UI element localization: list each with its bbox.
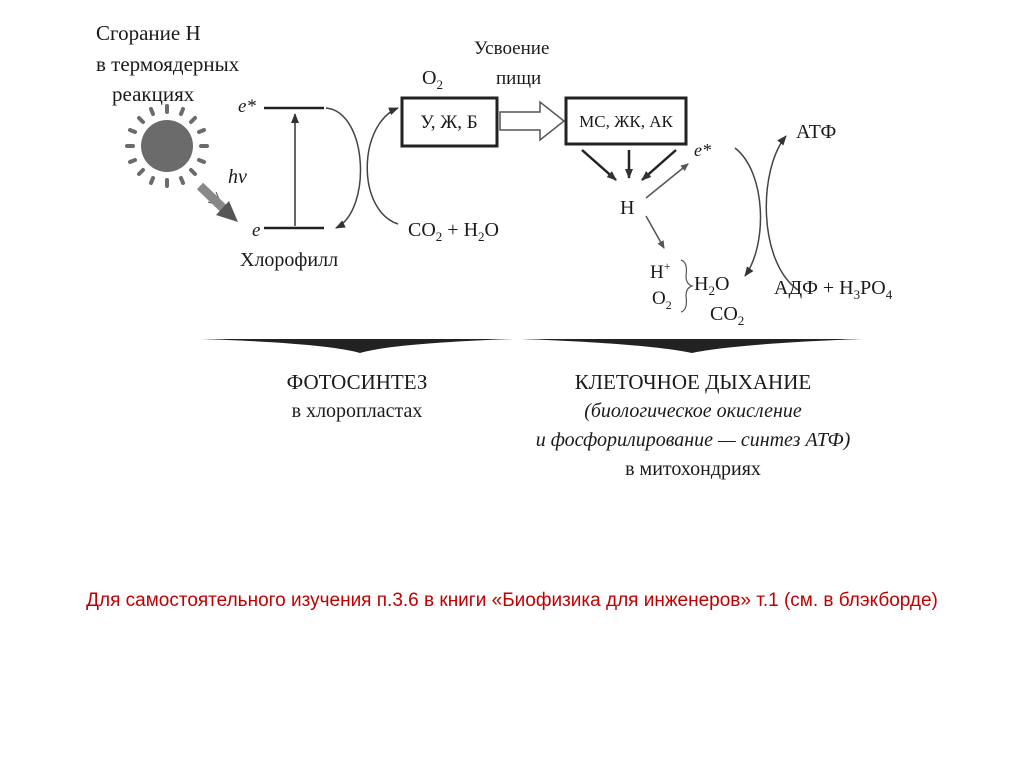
light-arrow-icon xyxy=(200,186,238,222)
study-note: Для самостоятельного изучения п.3.6 в кн… xyxy=(40,586,984,616)
respiration-line4: в митохондриях xyxy=(625,458,761,480)
co2-bottom-label: CO2 xyxy=(710,303,744,328)
o2-top: O2 xyxy=(422,67,443,92)
co2-to-food-arc xyxy=(367,108,398,224)
h-center-label: H xyxy=(620,197,634,219)
h-plus-label: H+ xyxy=(650,259,671,283)
photosynthesis-brace xyxy=(202,339,514,353)
e-star-right-label: e* xyxy=(694,140,711,160)
adf-label: АДФ + H3PO4 xyxy=(774,277,893,302)
assimilation-line2: пищи xyxy=(496,68,541,89)
co2-h2o-label: CO2 + H2O xyxy=(408,219,499,244)
arrow-ms-to-h xyxy=(582,150,616,180)
e-label: e xyxy=(252,220,260,241)
arrow-ak-to-h xyxy=(642,150,676,180)
food-box-label: У, Ж, Б xyxy=(420,112,477,133)
o2-bottom-label: O2 xyxy=(652,288,672,312)
assimilation-line1: Усвоение xyxy=(474,38,549,59)
arrow-h-to-e-star xyxy=(646,164,688,198)
sun-label-line3: реакциях xyxy=(112,82,195,106)
e-star-label: e* xyxy=(238,96,256,117)
respiration-line3: и фосфорилирование — синтез АТФ) xyxy=(536,429,851,451)
atp-synthesis-arc xyxy=(766,136,798,290)
brace xyxy=(681,260,692,312)
hv-label: hv xyxy=(228,166,247,188)
assimilation-arrow-icon xyxy=(500,102,564,140)
photosynthesis-title: ФОТОСИНТЕЗ xyxy=(287,370,428,394)
chlorophyll-label: Хлорофилл xyxy=(240,249,338,271)
arrow-h-to-h-plus xyxy=(646,216,664,248)
atf-label: АТФ xyxy=(796,121,836,143)
sun-label-line2: в термоядерных xyxy=(96,52,240,76)
photosynthesis-subtitle: в хлоропластах xyxy=(292,400,423,422)
h2o-bottom-label: H2O xyxy=(694,273,729,298)
electron-transport-arc xyxy=(735,148,761,276)
respiration-brace xyxy=(522,339,862,353)
respiration-title: КЛЕТОЧНОЕ ДЫХАНИЕ xyxy=(575,370,811,394)
electron-return-arc xyxy=(326,108,360,228)
sun-icon xyxy=(127,106,207,186)
respiration-line2: (биологическое окисление xyxy=(584,400,802,422)
monomers-box-label: МС, ЖК, АК xyxy=(579,112,673,131)
sun-label-line1: Сгорание Н xyxy=(96,21,201,45)
